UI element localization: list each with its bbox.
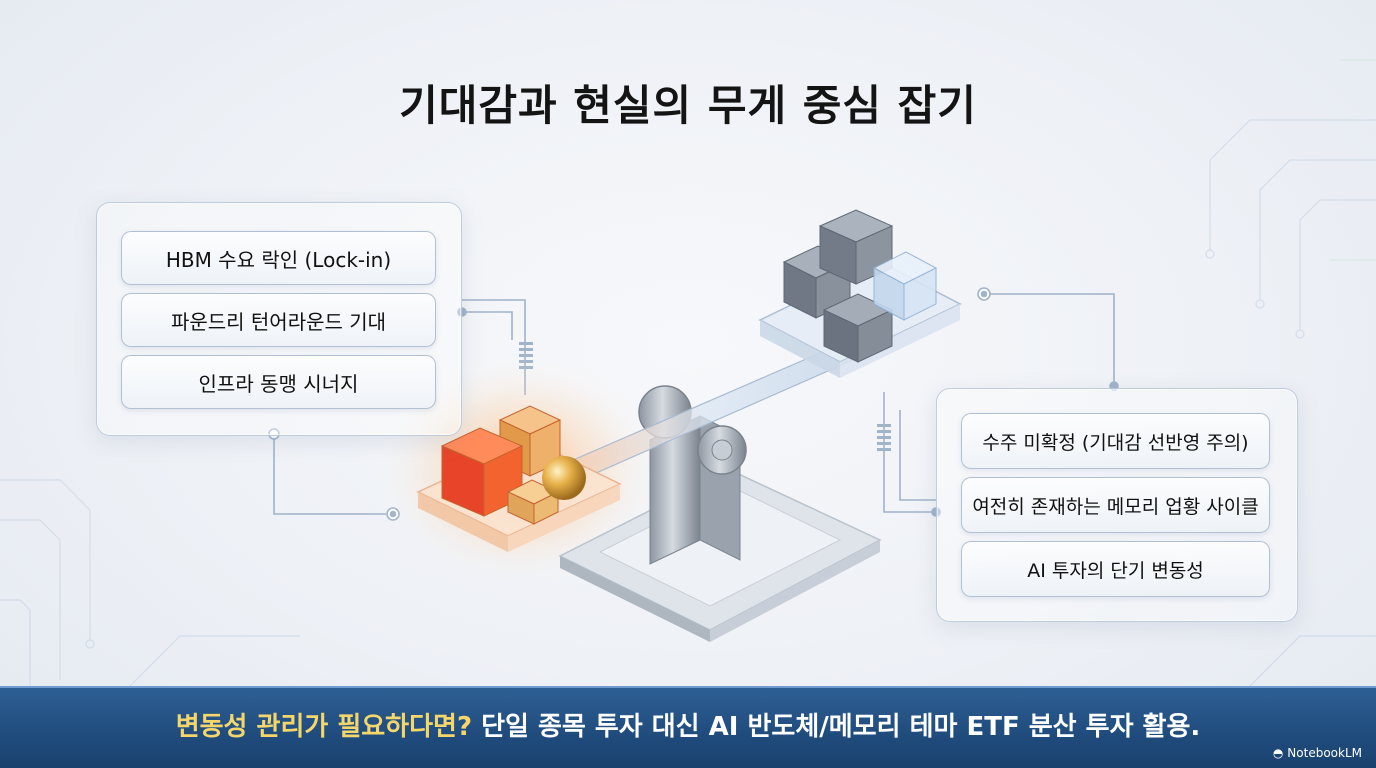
page-title: 기대감과 현실의 무게 중심 잡기: [399, 81, 977, 130]
risk-factors-panel: 수주 미확정 (기대감 선반영 주의) 여전히 존재하는 메모리 업황 사이클 …: [936, 388, 1298, 622]
banner-highlight: 변동성 관리가 필요하다면?: [175, 712, 473, 742]
risk-factor-item: AI 투자의 단기 변동성: [961, 541, 1270, 597]
summary-banner: 변동성 관리가 필요하다면? 단일 종목 투자 대신 AI 반도체/메모리 테마…: [0, 686, 1376, 768]
brand-name: NotebookLM: [1287, 746, 1362, 760]
positive-factor-item: HBM 수요 락인 (Lock-in): [121, 231, 436, 285]
banner-body: 단일 종목 투자 대신 AI 반도체/메모리 테마 ETF 분산 투자 활용.: [472, 712, 1201, 742]
notebooklm-logo-icon: ◓: [1272, 746, 1284, 760]
brand-watermark: ◓ NotebookLM: [1273, 746, 1362, 760]
positive-factors-panel: HBM 수요 락인 (Lock-in) 파운드리 턴어라운드 기대 인프라 동맹…: [96, 202, 462, 436]
risk-factor-item: 수주 미확정 (기대감 선반영 주의): [961, 413, 1270, 469]
banner-text: 변동성 관리가 필요하다면? 단일 종목 투자 대신 AI 반도체/메모리 테마…: [0, 706, 1376, 743]
risk-factor-item: 여전히 존재하는 메모리 업황 사이클: [961, 477, 1270, 533]
positive-factor-item: 파운드리 턴어라운드 기대: [121, 293, 436, 347]
positive-factor-item: 인프라 동맹 시너지: [121, 355, 436, 409]
